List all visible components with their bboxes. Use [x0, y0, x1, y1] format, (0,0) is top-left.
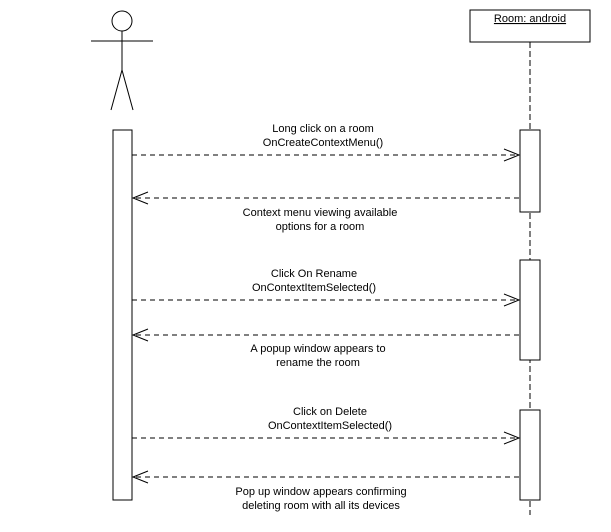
- object-activation-bar: [519, 259, 541, 361]
- message-label: Pop up window appears confirming: [235, 486, 406, 498]
- actor-head: [111, 10, 133, 32]
- message-label: Click on Delete: [293, 406, 367, 418]
- message-label: OnContextItemSelected(): [252, 282, 376, 294]
- message-label: options for a room: [276, 221, 365, 233]
- object-box: [469, 9, 591, 43]
- object-label: Room: android: [494, 13, 566, 25]
- message-label: OnContextItemSelected(): [268, 420, 392, 432]
- message-label: OnCreateContextMenu(): [263, 137, 383, 149]
- object-header: Room: android: [469, 9, 591, 43]
- message-arrow: [131, 328, 519, 342]
- object-activation-bar: [519, 409, 541, 501]
- message-arrow: [132, 293, 521, 307]
- message-label: rename the room: [276, 357, 360, 369]
- message-label: Click On Rename: [271, 268, 357, 280]
- message-arrow: [132, 431, 521, 445]
- actor-left-leg: [110, 69, 123, 111]
- message-arrow: [131, 191, 519, 205]
- actor-activation-bar: [112, 129, 133, 501]
- actor-right-leg: [121, 69, 134, 111]
- message-arrow: [131, 470, 519, 484]
- message-arrow: [132, 148, 521, 162]
- object-activation-bar: [519, 129, 541, 213]
- message-label: deleting room with all its devices: [242, 500, 400, 512]
- actor-figure: [91, 10, 153, 111]
- message-label: Context menu viewing available: [243, 207, 398, 219]
- message-label: A popup window appears to: [250, 343, 385, 355]
- message-label: Long click on a room: [272, 123, 374, 135]
